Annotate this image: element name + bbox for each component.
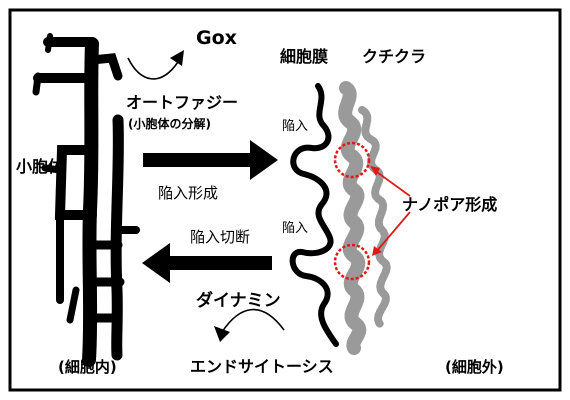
er-network: [32, 33, 140, 367]
nanopore-circle-2: [333, 243, 371, 281]
cuticle-label: クチクラ: [362, 47, 426, 66]
er-label: 小胞体: [16, 157, 65, 176]
endocytosis-arrowhead: [214, 326, 230, 342]
dynamin-label: ダイナミン: [196, 290, 281, 311]
membrane-label: 細胞膜: [280, 47, 328, 66]
nanopore-label: ナノポア形成: [402, 195, 497, 214]
gox-curve-arrow: [127, 57, 179, 80]
invagination-formation-arrow: [143, 140, 278, 180]
invagination-label-2: 陥入: [282, 221, 308, 236]
gox-label: Gox: [196, 27, 237, 49]
autophagy-sublabel: (小胞体の分解): [128, 116, 211, 131]
nanopore-circle-1: [333, 141, 371, 179]
extracellular-label: (細胞外): [445, 358, 504, 376]
nanopore-arrows: [370, 166, 411, 256]
invagination-formation-label: 陥入形成: [158, 184, 218, 202]
gox-arrowhead: [170, 50, 184, 66]
endocytosis-label: エンドサイトーシス: [190, 357, 334, 376]
cell-membrane: [289, 83, 339, 347]
endocytosis-curve-arrow: [221, 308, 285, 333]
cuticle-layer: [338, 81, 391, 355]
frame-border: [8, 8, 562, 392]
invagination-cut-arrow: [142, 243, 272, 283]
invagination-cut-label: 陥入切断: [190, 228, 250, 246]
invagination-label-1: 陥入: [282, 119, 308, 134]
autophagy-label: オートファジー: [126, 93, 238, 112]
intracellular-label: (細胞内): [58, 358, 117, 376]
